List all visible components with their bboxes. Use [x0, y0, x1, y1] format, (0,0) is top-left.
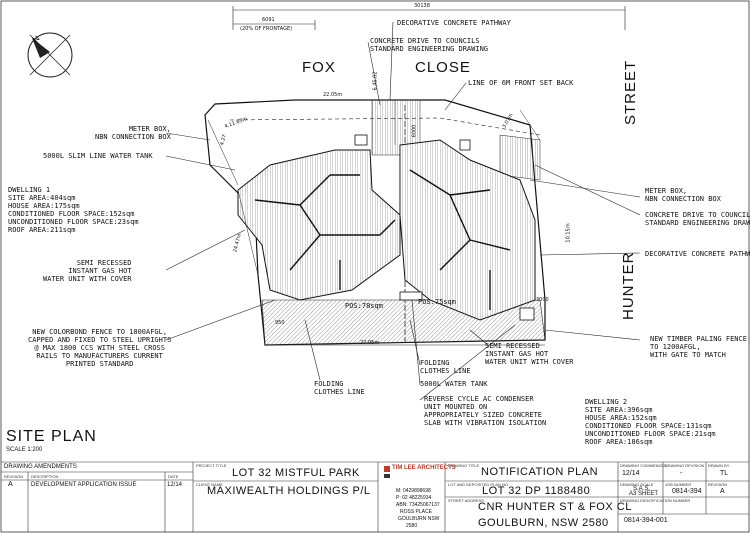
- architect-address-2: GOULBURN NSW: [398, 516, 440, 522]
- callout-deco-path-right: DECORATIVE CONCRETE PATHWA: [645, 250, 750, 258]
- callout-drive-right: CONCRETE DRIVE TO COUNCILS STANDARD ENGI…: [645, 211, 750, 227]
- plan-scale: SCALE 1:200: [6, 447, 43, 453]
- amend-row-date: 12/14: [167, 482, 183, 488]
- callout-meter-right: METER BOX, NBN CONNECTION BOX: [645, 187, 721, 203]
- architect-phone: P: 02 48225934: [396, 495, 432, 501]
- drawn-label: DRAWN BY: [708, 463, 730, 468]
- north-arrow-icon: N: [27, 32, 73, 78]
- dim-overall: 30138: [414, 3, 430, 9]
- amend-col-date: DATE: [168, 474, 179, 479]
- callout-drive-top: CONCRETE DRIVE TO COUNCILS STANDARD ENGI…: [370, 37, 489, 53]
- amend-row-desc: DEVELOPMENT APPLICATION ISSUE: [31, 482, 137, 488]
- callout-setback: LINE OF 6M FRONT SET BACK: [468, 79, 574, 87]
- callout-folding-mid: FOLDING CLOTHES LINE: [420, 359, 471, 375]
- dim-d1: 22.05m: [323, 92, 343, 98]
- dim-d9: 10.15m: [565, 223, 572, 243]
- project-title: LOT 32 MISTFUL PARK: [232, 467, 360, 479]
- street-fox: FOX: [302, 59, 336, 76]
- ident-label: DRAWING IDENTIFICATION NUMBER: [620, 498, 691, 503]
- amend-col-rev: REVISION: [4, 474, 24, 479]
- revision: A: [720, 488, 725, 495]
- overall-dimension: [232, 6, 626, 30]
- drawn-by: TL: [720, 470, 729, 477]
- callout-fence-right: NEW TIMBER PALING FENCE TO 1200AFGL, WIT…: [650, 335, 747, 359]
- architect-address-1: ROSS PLACE: [400, 509, 432, 515]
- scale-value-1: S.A.S.: [633, 486, 651, 492]
- lot-number: LOT 32 DP 1188480: [482, 485, 591, 497]
- dim-d2: 6000: [411, 124, 418, 138]
- callout-fence-left: NEW COLORBOND FENCE TO 1800AFGL, CAPPED …: [28, 328, 172, 368]
- meter-box-2: [459, 139, 471, 151]
- pos-dwelling-1: POS:78sqm: [345, 302, 383, 310]
- title-block-grid: [1, 461, 749, 532]
- architect-mobile: M: 0429898698: [396, 488, 431, 494]
- callout-leaders: [165, 21, 641, 401]
- callout-gas-left: SEMI RECESSED INSTANT GAS HOT WATER UNIT…: [43, 259, 132, 283]
- page-title: SITE PLAN: [6, 428, 97, 445]
- project-label: PROJECT TITLE: [196, 463, 227, 468]
- setback-line: [229, 117, 541, 136]
- dim-d10: 6.45.02: [372, 71, 379, 91]
- svg-text:N: N: [31, 34, 42, 45]
- dim-frontage-note: (20% OF FRONTAGE): [240, 26, 293, 32]
- scale-value-2: A3 SHEET: [629, 491, 659, 497]
- commenced: 12/14: [622, 470, 640, 477]
- architect-firm: TIM LEE ARCHITECTS: [392, 465, 456, 471]
- dim-frontage: 6091: [262, 17, 275, 23]
- street-close: CLOSE: [415, 59, 471, 76]
- dim-d8: 950: [275, 320, 285, 326]
- callout-deco-path-top: DECORATIVE CONCRETE PATHWAY: [397, 19, 511, 27]
- dwelling-1-summary: DWELLING 1 SITE AREA:404sqm HOUSE AREA:1…: [8, 186, 139, 234]
- pos-dwelling-2: POS:75sqm: [418, 298, 456, 306]
- dimension-lines: [207, 99, 545, 346]
- callout-tank-left: 5000L SLIM LINE WATER TANK: [43, 152, 153, 160]
- rev-label: REVISION: [708, 482, 728, 487]
- callout-folding-left: FOLDING CLOTHES LINE: [314, 380, 365, 396]
- revised: -: [680, 470, 683, 477]
- amend-col-desc: DESCRIPTION: [31, 474, 59, 479]
- water-tank-icon: [399, 291, 423, 301]
- meter-box-1: [354, 134, 368, 146]
- architect-logo-icon: [384, 466, 390, 478]
- scale-label: DRAWING SCALE: [620, 482, 654, 487]
- dim-d7: 3000: [536, 297, 549, 303]
- callout-meter-left: METER BOX, NBN CONNECTION BOX: [95, 125, 171, 141]
- client-name: MAXIWEALTH HOLDINGS P/L: [207, 485, 371, 497]
- client-label: CLIENT NAME: [196, 482, 223, 487]
- dwelling-2-summary: DWELLING 2 SITE AREA:396sqm HOUSE AREA:1…: [585, 398, 716, 446]
- street-address: CNR HUNTER ST & FOX CL: [478, 501, 632, 513]
- street-street: STREET: [622, 59, 639, 125]
- commenced-label: DRAWING COMMENCED: [620, 463, 667, 468]
- architect-abn: ABN: 73425067137: [396, 502, 440, 508]
- ac-unit-icon: [519, 307, 535, 321]
- drawing-title-label: DRAWING TITLE: [448, 463, 480, 468]
- callout-tank-mid: 5000L WATER TANK: [420, 380, 488, 388]
- street-hunter: HUNTER: [620, 251, 637, 321]
- dim-d5: 27.05m: [360, 340, 380, 346]
- callout-ac: REVERSE CYCLE AC CONDENSER UNIT MOUNTED …: [424, 395, 547, 427]
- concrete-drive-2: [499, 134, 541, 181]
- suburb: GOULBURN, NSW 2580: [478, 517, 609, 529]
- amend-row-rev: A: [8, 481, 13, 488]
- architect-address-3: 2580: [406, 523, 418, 529]
- roof-ridges: [254, 169, 511, 310]
- revised-label: DRAWING REVISION: [665, 463, 705, 468]
- job-number: 0814-394: [672, 488, 702, 495]
- drawing-title: NOTIFICATION PLAN: [481, 466, 599, 478]
- job-label: JOB NUMBER: [665, 482, 692, 487]
- lot-label: LOT AND DEPOSITED PLAN NO.: [448, 482, 510, 487]
- street-address-label: STREET ADDRESS: [448, 498, 484, 503]
- drawing-identification: 0814-394-001: [624, 517, 668, 524]
- callout-gas-right: SEMI RECESSED INSTANT GAS HOT WATER UNIT…: [485, 342, 574, 366]
- amendments-header: DRAWING AMENDMENTS: [4, 464, 77, 470]
